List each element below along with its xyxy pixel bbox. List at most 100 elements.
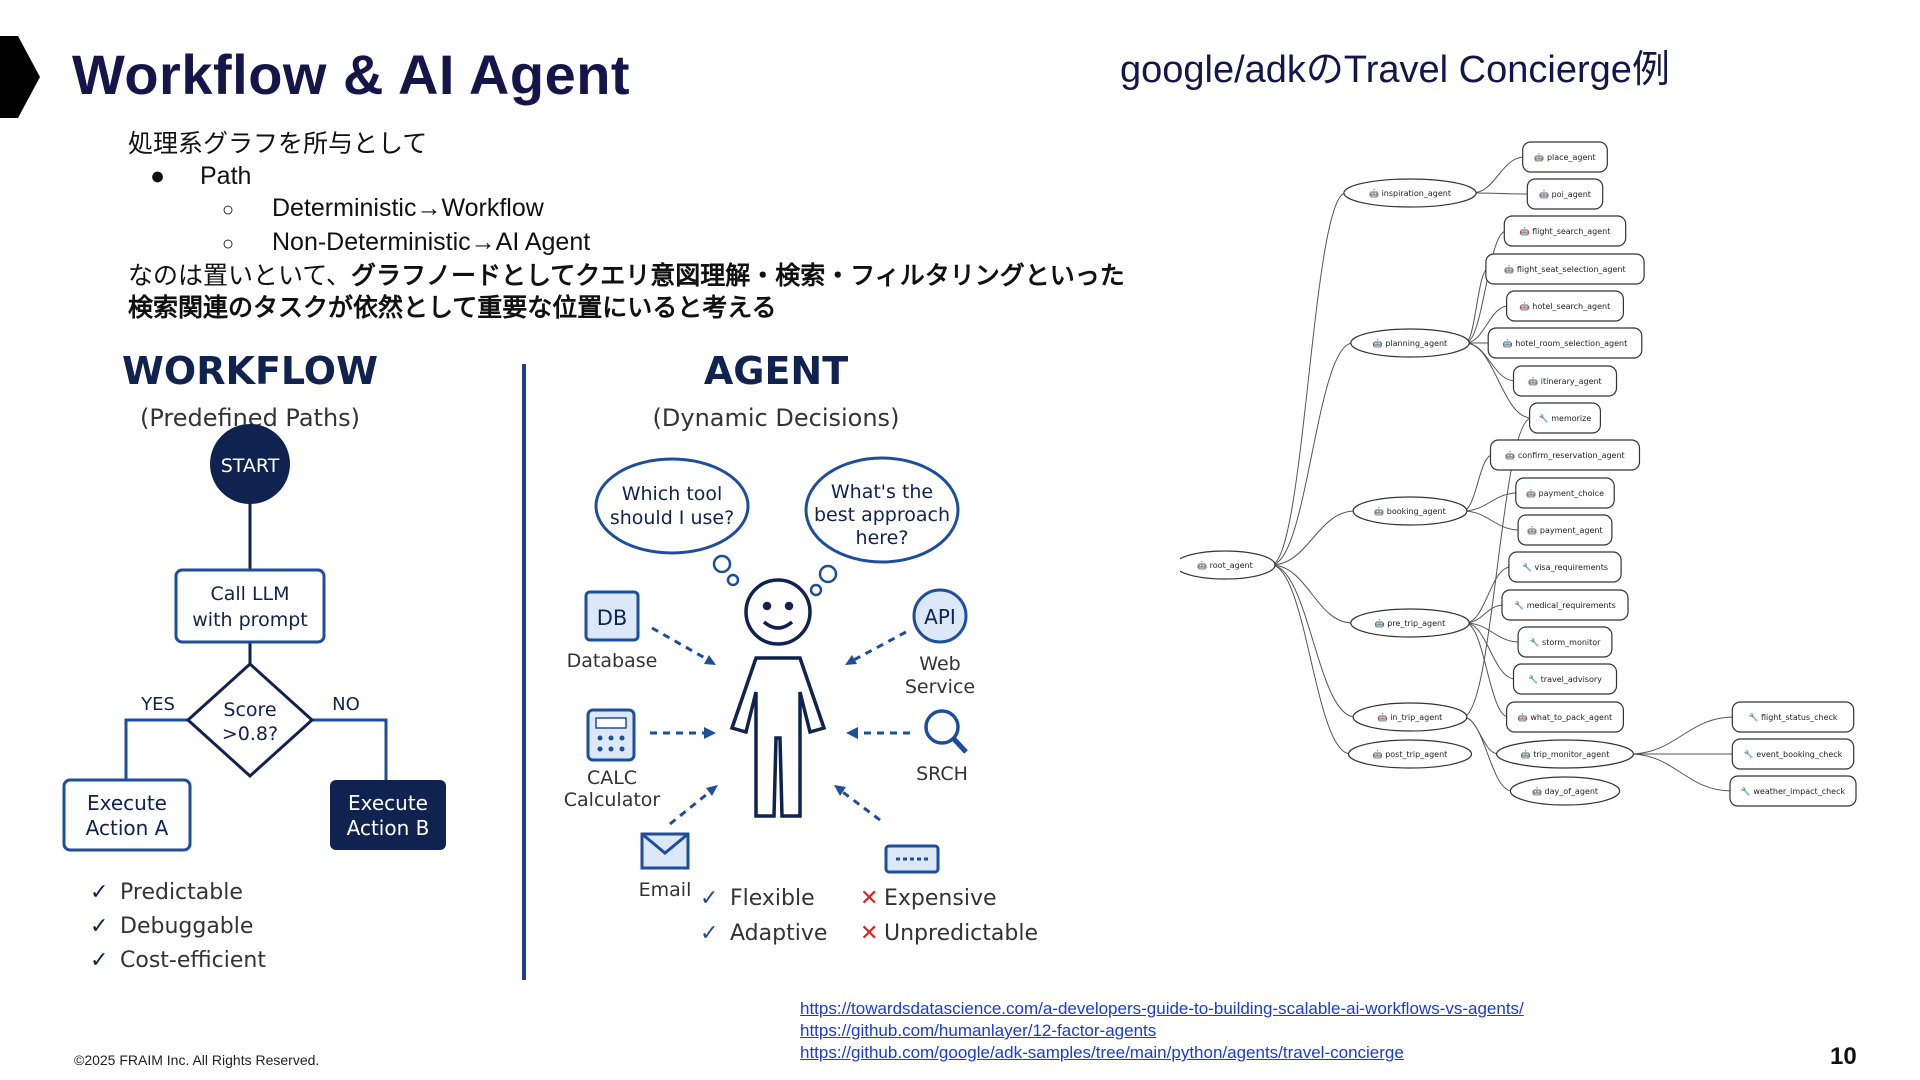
link-towards-data-science[interactable]: https://towardsdatascience.com/a-develop… [800,999,1524,1018]
intro-line: 処理系グラフを所与として [128,130,428,158]
tree-node-shape [1343,178,1477,208]
workflow-vs-agent-illustration: WORKFLOW (Predefined Paths) START Call L… [62,349,1038,980]
wrench-icon: 🔧 [1522,562,1535,572]
search-icon [924,709,960,745]
tool-node-label: 🔧 flight_status_check [1748,712,1837,722]
start-node [210,424,290,504]
tree-node-shape [1512,663,1618,695]
tree-edge [1465,305,1509,344]
calc-label-line-1: CALC [587,767,637,789]
agent-node-label: 🤖 inspiration_agent [1369,188,1451,198]
agent-node-label: 🤖 payment_choice [1526,488,1604,498]
check-icon: ✓ [700,886,718,911]
sub-bullet-label: Non-Deterministic→AI Agent [272,228,591,256]
call-llm-line-2: with prompt [192,609,307,631]
tree-node-payment-agent: 🤖 payment_agent [1517,514,1613,546]
link-adk-travel-concierge[interactable]: https://github.com/google/adk-samples/tr… [800,1043,1404,1062]
conclusion-bold-1: グラフノードとしてクエリ意図理解・検索・フィルタリングといった [351,262,1125,290]
tree-edge [1462,417,1532,718]
agent-pro-adaptive: Adaptive [730,921,827,946]
yes-label: YES [140,694,175,715]
tree-node-medical: 🔧 medical_requirements [1501,589,1629,621]
link-12-factor-agents[interactable]: https://github.com/humanlayer/12-factor-… [800,1021,1157,1040]
check-icon: ✓ [90,948,108,973]
robot-icon: 🤖 [1539,189,1552,199]
workflow-pro-cost-efficient: Cost-efficient [120,948,266,973]
tree-node-storm: 🔧 storm_monitor [1517,626,1613,658]
tree-node-shape [1509,776,1621,806]
agent-node-label: 🤖 pre_trip_agent [1375,618,1445,628]
node-label-text: trip_monitor_agent [1533,750,1609,759]
node-label-text: flight_seat_selection_agent [1517,265,1626,274]
agent-con-unpredictable: Unpredictable [884,921,1038,946]
tree-node-shape [1515,477,1615,509]
tree-node-trip-monitor: 🤖 trip_monitor_agent [1496,739,1635,769]
tree-edge [1629,753,1733,792]
tree-edge [1629,716,1735,755]
tree-edge [1462,716,1513,792]
action-a-box [62,778,192,852]
robot-icon: 🤖 [1527,525,1540,535]
robot-icon: 🤖 [1373,749,1386,759]
tool-node-label: 🔧 weather_impact_check [1741,786,1846,796]
tree-edges [1270,156,1735,792]
wrench-icon: 🔧 [1539,413,1552,423]
thought-bubble-tool [594,457,750,555]
tree-node-shape [1487,327,1643,359]
reference-links: https://towardsdatascience.com/a-develop… [800,998,1524,1064]
tree-edge [1462,492,1518,512]
robot-icon: 🤖 [1378,712,1391,722]
node-label-text: pre_trip_agent [1387,619,1445,628]
node-label-text: what_to_pack_agent [1530,713,1612,722]
tree-node-weather: 🔧 weather_impact_check [1729,775,1857,807]
robot-icon: 🤖 [1503,338,1516,348]
tree-node-advisory: 🔧 travel_advisory [1512,663,1618,695]
thought-1-line-1: Which tool [622,483,723,505]
tree-node-inspiration: 🤖 inspiration_agent [1343,178,1477,208]
tool-node-label: 🔧 travel_advisory [1528,674,1602,684]
agent-node-label: 🤖 trip_monitor_agent [1521,749,1610,759]
robot-icon: 🤖 [1504,264,1517,274]
tree-node-shape [1522,141,1608,173]
thought-bubble-approach [804,456,960,564]
bullet-marker: ● [150,162,166,190]
node-label-text: hotel_room_selection_agent [1515,339,1627,348]
tree-node-post-trip: 🤖 post_trip_agent [1347,739,1473,769]
tree-node-flight-search: 🤖 flight_search_agent [1503,215,1627,247]
score-line-2: >0.8? [222,723,278,745]
tree-node-shape [1503,215,1627,247]
robot-icon: 🤖 [1521,749,1534,759]
agent-node-label: 🤖 payment_agent [1527,525,1602,535]
api-label-line-1: Web [919,653,960,675]
agent-node-label: 🤖 hotel_room_selection_agent [1503,338,1628,348]
tree-node-shape [1352,496,1468,526]
tree-node-shape [1501,589,1629,621]
tool-node-label: 🔧 medical_requirements [1514,600,1616,610]
person-figure [729,578,827,818]
tree-node-event-booking: 🔧 event_booking_check [1731,738,1855,770]
travel-concierge-agent-tree: 🤖 root_agent🤖 inspiration_agent🤖 plannin… [1180,141,1857,807]
agent-node-label: 🤖 hotel_search_agent [1520,301,1610,311]
tree-node-shape [1489,439,1641,471]
agent-panel: AGENT (Dynamic Decisions) Which tool sho… [564,349,1038,946]
api-icon-text: API [924,605,956,629]
tree-node-root: 🤖 root_agent [1180,550,1276,580]
tree-node-place: 🤖 place_agent [1522,141,1608,173]
tree-edge [1465,622,1516,680]
tree-edge [1462,454,1493,512]
workflow-pro-debuggable: Debuggable [120,914,253,939]
action-a-line-2: Action A [86,816,169,840]
tree-node-memorize: 🔧 memorize [1529,402,1602,434]
tree-node-shape [1506,701,1625,733]
agent-node-label: 🤖 poi_agent [1539,189,1591,199]
copyright-notice: ©2025 FRAIM Inc. All Rights Reserved. [74,1052,320,1068]
tree-node-shape [1180,550,1276,580]
tree-node-shape [1731,738,1855,770]
robot-icon: 🤖 [1375,618,1388,628]
tree-node-flight-seat: 🤖 flight_seat_selection_agent [1485,253,1645,285]
robot-icon: 🤖 [1520,226,1533,236]
workflow-pro-predictable: Predictable [120,880,243,905]
tree-node-poi: 🤖 poi_agent [1526,178,1604,210]
agent-node-label: 🤖 confirm_reservation_agent [1505,450,1624,460]
workflow-panel: WORKFLOW (Predefined Paths) START Call L… [62,349,446,973]
